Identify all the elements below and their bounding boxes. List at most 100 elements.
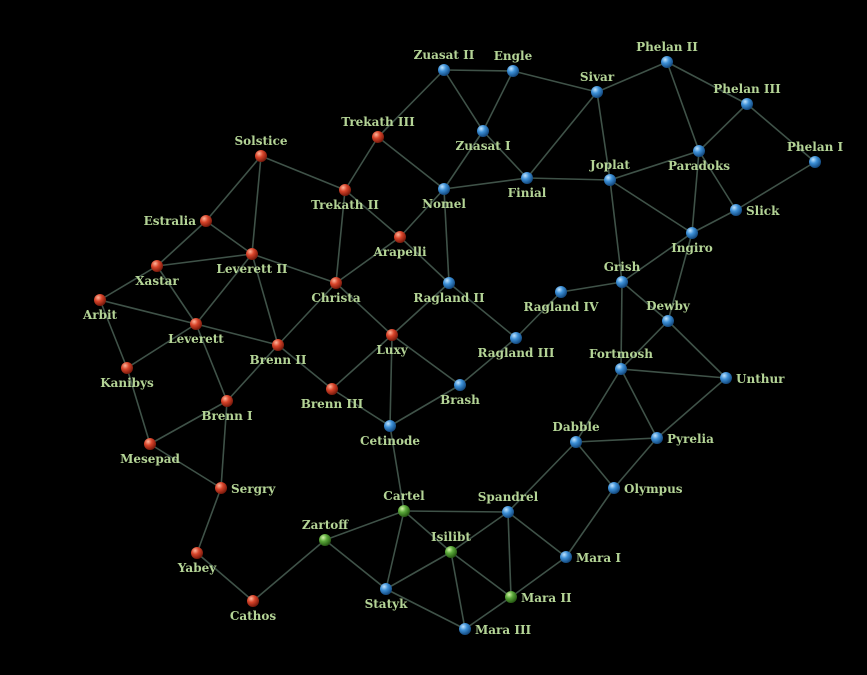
node-marker-blue[interactable]	[693, 145, 705, 157]
node-joplat[interactable]: Joplat	[589, 158, 630, 186]
node-arbit[interactable]: Arbit	[82, 294, 118, 322]
node-mara-iii[interactable]: Mara III	[459, 623, 532, 637]
node-marker-red[interactable]	[200, 215, 212, 227]
node-sergry[interactable]: Sergry	[215, 482, 276, 496]
node-marker-blue[interactable]	[661, 56, 673, 68]
node-marker-blue[interactable]	[555, 286, 567, 298]
node-marker-blue[interactable]	[741, 98, 753, 110]
node-trekath-iii[interactable]: Trekath III	[341, 115, 415, 143]
node-fortmosh[interactable]: Fortmosh	[589, 347, 653, 375]
node-marker-red[interactable]	[221, 395, 233, 407]
node-marker-blue[interactable]	[608, 482, 620, 494]
node-mara-ii[interactable]: Mara II	[505, 591, 572, 605]
node-nomel[interactable]: Nomel	[422, 183, 466, 211]
node-marker-blue[interactable]	[662, 315, 674, 327]
node-marker-red[interactable]	[191, 547, 203, 559]
node-xastar[interactable]: Xastar	[135, 260, 179, 288]
node-statyk[interactable]: Statyk	[365, 583, 409, 611]
node-ragland-ii[interactable]: Ragland II	[413, 277, 485, 305]
node-leverett[interactable]: Leverett	[168, 318, 224, 346]
node-brenn-i[interactable]: Brenn I	[201, 395, 253, 423]
node-phelan-i[interactable]: Phelan I	[787, 140, 844, 168]
node-marker-red[interactable]	[121, 362, 133, 374]
node-marker-red[interactable]	[190, 318, 202, 330]
node-marker-blue[interactable]	[809, 156, 821, 168]
node-marker-red[interactable]	[151, 260, 163, 272]
node-ragland-iv[interactable]: Ragland IV	[524, 286, 600, 314]
node-marker-red[interactable]	[247, 595, 259, 607]
node-brenn-ii[interactable]: Brenn II	[250, 339, 307, 367]
node-estralia[interactable]: Estralia	[144, 214, 212, 228]
node-brash[interactable]: Brash	[440, 379, 480, 407]
node-trekath-ii[interactable]: Trekath II	[311, 184, 379, 212]
node-marker-blue[interactable]	[616, 276, 628, 288]
node-christa[interactable]: Christa	[311, 277, 361, 305]
node-dewby[interactable]: Dewby	[646, 299, 691, 327]
node-marker-blue[interactable]	[380, 583, 392, 595]
node-marker-blue[interactable]	[521, 172, 533, 184]
node-pyrelia[interactable]: Pyrelia	[651, 432, 714, 446]
node-finial[interactable]: Finial	[508, 172, 547, 200]
node-slick[interactable]: Slick	[730, 204, 780, 218]
node-mesepad[interactable]: Mesepad	[120, 438, 181, 466]
node-marker-blue[interactable]	[651, 432, 663, 444]
node-marker-blue[interactable]	[560, 551, 572, 563]
node-marker-blue[interactable]	[720, 372, 732, 384]
node-marker-red[interactable]	[272, 339, 284, 351]
node-dabble[interactable]: Dabble	[552, 420, 600, 448]
node-ragland-iii[interactable]: Ragland III	[478, 332, 555, 360]
node-phelan-iii[interactable]: Phelan III	[713, 82, 781, 110]
node-marker-green[interactable]	[319, 534, 331, 546]
node-marker-red[interactable]	[386, 329, 398, 341]
node-mara-i[interactable]: Mara I	[560, 551, 621, 565]
node-zuasat-ii[interactable]: Zuasat II	[414, 48, 475, 76]
node-marker-blue[interactable]	[686, 227, 698, 239]
node-marker-blue[interactable]	[454, 379, 466, 391]
node-marker-blue[interactable]	[604, 174, 616, 186]
node-marker-red[interactable]	[326, 383, 338, 395]
node-marker-red[interactable]	[255, 150, 267, 162]
node-marker-red[interactable]	[372, 131, 384, 143]
node-ingiro[interactable]: Ingiro	[671, 227, 713, 255]
node-spandrel[interactable]: Spandrel	[478, 490, 539, 518]
node-engle[interactable]: Engle	[494, 49, 533, 77]
node-marker-blue[interactable]	[591, 86, 603, 98]
node-unthur[interactable]: Unthur	[720, 372, 785, 386]
node-marker-blue[interactable]	[443, 277, 455, 289]
node-brenn-iii[interactable]: Brenn III	[301, 383, 364, 411]
node-sivar[interactable]: Sivar	[580, 70, 615, 98]
node-marker-red[interactable]	[94, 294, 106, 306]
node-solstice[interactable]: Solstice	[234, 134, 288, 162]
node-marker-blue[interactable]	[384, 420, 396, 432]
node-marker-blue[interactable]	[438, 64, 450, 76]
node-yabey[interactable]: Yabey	[177, 547, 217, 575]
node-zuasat-i[interactable]: Zuasat I	[455, 125, 511, 153]
node-marker-blue[interactable]	[438, 183, 450, 195]
node-marker-blue[interactable]	[570, 436, 582, 448]
node-isilibt[interactable]: Isilibt	[431, 530, 471, 558]
node-marker-blue[interactable]	[730, 204, 742, 216]
node-marker-red[interactable]	[330, 277, 342, 289]
node-marker-blue[interactable]	[477, 125, 489, 137]
node-marker-red[interactable]	[339, 184, 351, 196]
node-marker-red[interactable]	[246, 248, 258, 260]
node-marker-blue[interactable]	[507, 65, 519, 77]
node-marker-green[interactable]	[505, 591, 517, 603]
node-marker-green[interactable]	[398, 505, 410, 517]
node-marker-red[interactable]	[394, 231, 406, 243]
node-marker-green[interactable]	[445, 546, 457, 558]
node-arapelli[interactable]: Arapelli	[372, 231, 427, 259]
node-grish[interactable]: Grish	[604, 260, 641, 288]
node-marker-blue[interactable]	[510, 332, 522, 344]
node-marker-blue[interactable]	[502, 506, 514, 518]
node-luxy[interactable]: Luxy	[376, 329, 409, 357]
node-paradoks[interactable]: Paradoks	[668, 145, 730, 173]
node-phelan-ii[interactable]: Phelan II	[636, 40, 698, 68]
node-cartel[interactable]: Cartel	[383, 489, 425, 517]
node-marker-blue[interactable]	[459, 623, 471, 635]
node-cetinode[interactable]: Cetinode	[360, 420, 420, 448]
node-marker-blue[interactable]	[615, 363, 627, 375]
node-cathos[interactable]: Cathos	[230, 595, 277, 623]
node-marker-red[interactable]	[215, 482, 227, 494]
node-kanibys[interactable]: Kanibys	[100, 362, 154, 390]
